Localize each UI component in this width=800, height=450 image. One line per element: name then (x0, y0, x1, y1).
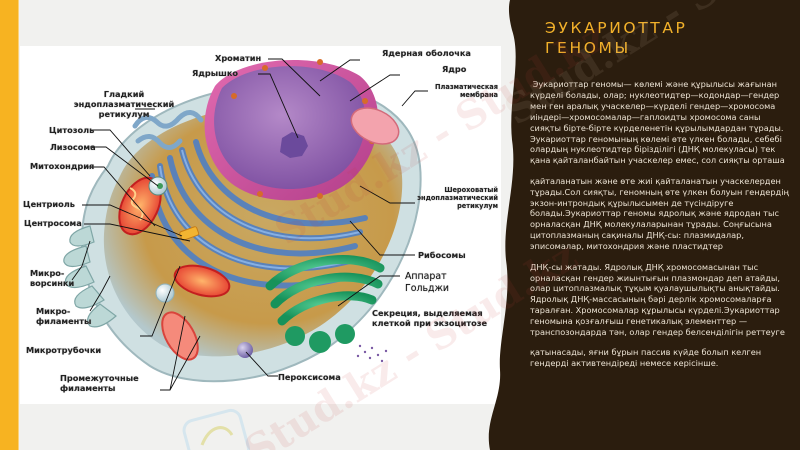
cell-illustration (63, 58, 428, 391)
label-microvilli: Микро- ворсинки (30, 268, 75, 288)
watermark-logo-icon (182, 408, 250, 450)
label-microtubules: Микротрубочки (26, 345, 102, 355)
slide-title: ЭУКАРИОТТАР ГЕНОМЫ (545, 18, 785, 58)
panel-background (488, 0, 800, 450)
label-mitochondrion: Митохондрия (30, 161, 95, 171)
label-secretion: Секреция, выделяемая клеткой при экзоцит… (372, 308, 488, 328)
label-smooth-er: Гладкий эндоплазматический ретикулум (73, 89, 175, 119)
slide-body: Эукариоттар геномы— көлемі және құрылысы… (530, 79, 792, 379)
label-microfilaments: Микро- филаменты (36, 306, 92, 326)
paragraph-1: Эукариоттар геномы— көлемі және құрылысы… (530, 79, 787, 166)
label-ribosomes: Рибосомы (418, 250, 466, 260)
label-centrosome: Центросома (24, 218, 82, 228)
label-rough-er: Шероховатый эндоплазматический ретикулум (417, 186, 498, 210)
label-nucleus: Ядро (442, 64, 467, 74)
accent-stripe (0, 0, 19, 450)
label-cytosol: Цитозоль (49, 125, 95, 135)
slide-title-line-2: ГЕНОМЫ (545, 39, 631, 57)
paragraph-2: қайталанатын және өте жиі қайталанатын у… (530, 175, 789, 252)
label-plasma-membrane: Плазматическая мембрана (435, 83, 498, 99)
slide-title-line-1: ЭУКАРИОТТАР (545, 19, 688, 37)
label-lysosome: Лизосома (50, 142, 96, 152)
label-intermediate-filaments: Промежуточные филаменты (60, 373, 139, 393)
cell-diagram-image: Хроматин Ядрышко Гладкий эндоплазматичес… (20, 46, 501, 404)
label-nucleolus: Ядрышко (192, 68, 239, 78)
text-panel (482, 0, 800, 450)
label-chromatin: Хроматин (215, 53, 262, 63)
label-centriole: Центриоль (23, 199, 75, 209)
paragraph-4: қатынасады, яғни бұрын пассив күйде болы… (530, 347, 762, 369)
label-peroxisome: Пероксисома (278, 372, 341, 382)
paragraph-3: ДНҚ-сы жатады. Ядролық ДНҚ хромосомасына… (530, 261, 785, 338)
label-nuclear-envelope: Ядерная оболочка (382, 48, 471, 58)
label-golgi-apparatus: Аппарат Гольджи (405, 271, 449, 294)
